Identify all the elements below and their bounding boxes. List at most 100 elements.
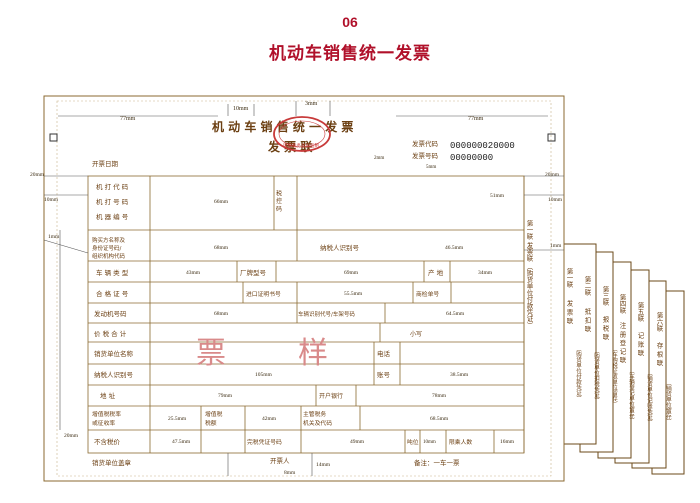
copy-4-name: 注 册 登 记 联 [618, 321, 626, 364]
lowercase-label: 小写 [410, 330, 422, 338]
address-label: 地 址 [100, 391, 116, 400]
phone-label: 电话 [377, 349, 391, 358]
dim-38-5: 38.5mm [450, 372, 469, 378]
dim-3: 3mm [305, 101, 318, 107]
code-value: 000000020000 [450, 141, 515, 151]
vin-label: 车辆识别代号/车架号码 [298, 310, 355, 318]
dim-46-5: 46.5mm [445, 245, 464, 251]
tax-authority-label: 主管税务机关及代码 [303, 410, 332, 427]
issuer-label: 开票人 [270, 457, 290, 465]
copy-5-label: 第五联 [636, 301, 644, 323]
dim-105: 105mm [255, 372, 273, 378]
dim-49: 49mm [350, 439, 365, 445]
copy-4-label: 第四联 [618, 293, 626, 315]
dim-10-left: 10mm [44, 197, 59, 203]
brand-model-label: 厂牌型号 [240, 268, 267, 277]
device-no-label: 机 器 编 号 [96, 212, 129, 221]
dim-78: 78mm [432, 393, 447, 399]
dim-47-5: 47.5mm [172, 439, 191, 445]
dim-16: 16mm [500, 439, 515, 445]
account-label: 账号 [377, 370, 391, 379]
vat-rate-label: 增值税税率或征收率 [92, 410, 121, 427]
paper-border [43, 95, 565, 482]
vat-amount-label: 增值税税额 [205, 410, 223, 427]
dim-69: 69mm [344, 270, 359, 276]
code-label: 发票代码 [412, 139, 439, 148]
dim-10: 10mm [233, 106, 249, 112]
sample-stamp-1: 票 [196, 336, 226, 371]
page-title: 机动车销售统一发票 [269, 44, 431, 64]
issue-date-label: 开票日期 [92, 160, 119, 168]
price-ex-tax-label: 不含税价 [94, 437, 121, 446]
bank-label: 开户银行 [319, 392, 343, 400]
tonnage-label: 吨位 [407, 438, 419, 446]
dim-1-left: 1mm [48, 234, 60, 240]
dim-5: 5mm [426, 165, 436, 170]
passengers-label: 限乘人数 [449, 438, 472, 446]
seller-seal-label: 销货单位盖章 [92, 458, 132, 467]
copy-3-name: 报 税 联 [601, 315, 609, 341]
certificate-label: 合 格 证 号 [96, 289, 129, 298]
inspection-label: 商检单号 [416, 290, 439, 298]
copy-6-name: 存 根 联 [655, 341, 663, 367]
import-cert-label: 进口证明书号 [246, 290, 281, 298]
dim-8: 8mm [284, 470, 296, 476]
origin-label: 产 地 [428, 268, 444, 277]
copy-3-label: 第三联 [601, 285, 609, 307]
copy-4-note: （车辆登记单位留存） [628, 368, 635, 423]
dim-10b: 10mm [423, 440, 436, 445]
dim-25-5: 25.5mm [168, 416, 187, 422]
number-value: 00000000 [450, 153, 493, 163]
buyer-name-label: 购买方名称及身份证号码/组织机构代码 [92, 236, 126, 260]
copy-labels: 第一联 发 票 联 （购货单位付款凭证） 第二联 抵 扣 联 （购货单位扣税凭证… [565, 267, 672, 425]
copy-5-note: （销货单位记账凭证） [646, 370, 653, 425]
copy-1-label: 第一联 [565, 267, 573, 289]
dim-43: 43mm [186, 270, 201, 276]
dim-68b: 68mm [214, 311, 229, 317]
copy-1-name: 发 票 联 [565, 299, 573, 325]
copy-6-note: （销货单位留存） [665, 380, 672, 424]
dim-34: 34mm [478, 270, 493, 276]
machine-code-label: 机 打 代 码 [96, 182, 129, 191]
corner-mark-right [547, 133, 556, 142]
number-label: 发票号码 [412, 151, 439, 160]
dim-79: 79mm [218, 393, 233, 399]
dim-20-left: 20mm [30, 172, 45, 178]
seller-name-label: 销货单位名称 [94, 349, 134, 358]
sample-stamp-2: 样 [298, 336, 328, 371]
copy-2-name: 抵 扣 联 [583, 307, 591, 333]
dim-64-5: 64.5mm [446, 311, 465, 317]
dim-10-right: 10mm [548, 197, 563, 203]
dim-66: 66mm [214, 199, 229, 205]
copy-2-note: （购货单位扣税凭证） [593, 348, 600, 403]
seal-text: 国家税务总局监制 [283, 142, 319, 149]
dim-14: 14mm [316, 462, 331, 468]
copy-3-note: （车购税征收单位留存） [611, 346, 618, 407]
copy-6-label: 第六联 [655, 311, 663, 333]
dim-77-right: 77mm [468, 116, 484, 122]
dim-77-left: 77mm [120, 116, 136, 122]
note-label: 备注：一车一票 [414, 458, 460, 467]
dim-55-5: 55.5mm [344, 291, 363, 297]
dim-68: 68mm [214, 245, 229, 251]
vehicle-type-label: 车 辆 类 型 [96, 268, 129, 277]
invoice-table [87, 175, 525, 454]
total-price-label: 价 税 合 计 [94, 329, 127, 338]
dim-51: 51mm [490, 193, 505, 199]
dim-20-right: 20mm [545, 172, 560, 178]
corner-mark-left [49, 133, 58, 142]
section-number: 06 [342, 14, 358, 30]
engine-no-label: 发动机号码 [94, 309, 127, 318]
copy-2-label: 第二联 [583, 275, 591, 297]
tax-control-label: 税 控 码 [275, 189, 282, 213]
seller-taxpayer-label: 纳税人识别号 [94, 370, 134, 379]
dim-2: 2mm [374, 156, 384, 161]
copy-5-name: 记 账 联 [636, 332, 644, 357]
tax-receipt-label: 完税凭证号码 [247, 438, 282, 446]
dim-68-5: 68.5mm [430, 416, 449, 422]
machine-no-label: 机 打 号 码 [96, 197, 129, 206]
dim-20-bottom: 20mm [64, 433, 79, 439]
dim-42: 42mm [262, 416, 277, 422]
taxpayer-id-label: 纳税人识别号 [320, 243, 360, 252]
